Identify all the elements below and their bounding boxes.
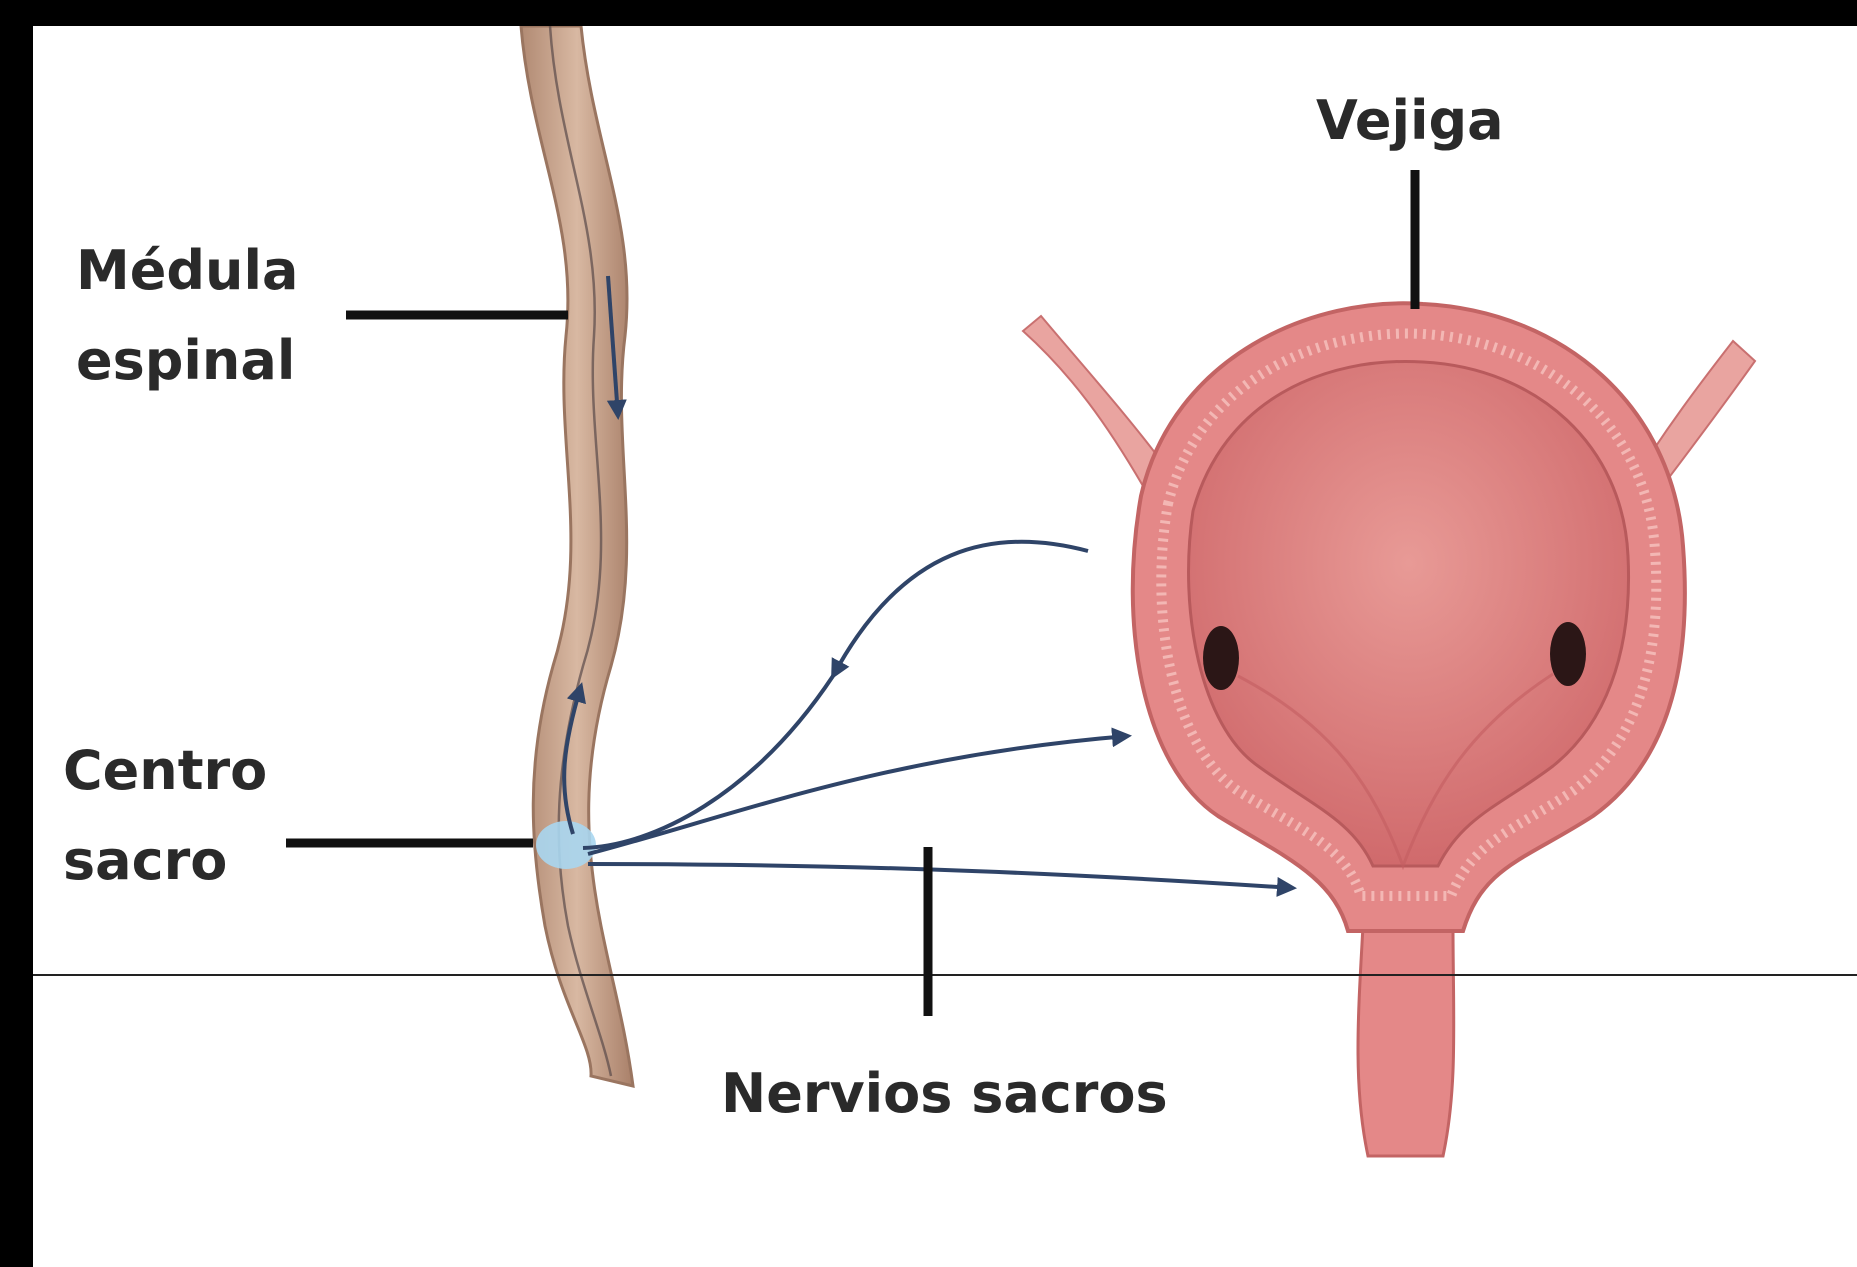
bladder-label: Vejiga (1316, 76, 1504, 166)
sacral-center-label-line2: sacro (63, 816, 267, 906)
spinal-cord-label: Médula espinal (76, 226, 298, 406)
spinal-cord (521, 26, 633, 1086)
diagram-panel: Vejiga Médula espinal Centro sacro Nervi… (33, 26, 1857, 1267)
sacral-center-label: Centro sacro (63, 726, 267, 906)
spinal-cord-label-line1: Médula (76, 226, 298, 316)
sacral-center-label-line1: Centro (63, 726, 267, 816)
bladder (1023, 303, 1755, 1156)
spinal-cord-label-line2: espinal (76, 316, 298, 406)
sacral-center-marker (536, 821, 596, 869)
sacral-nerves-label: Nervios sacros (721, 1049, 1168, 1139)
sacral-nerves-label-text: Nervios sacros (721, 1062, 1168, 1125)
bladder-label-text: Vejiga (1316, 89, 1504, 152)
